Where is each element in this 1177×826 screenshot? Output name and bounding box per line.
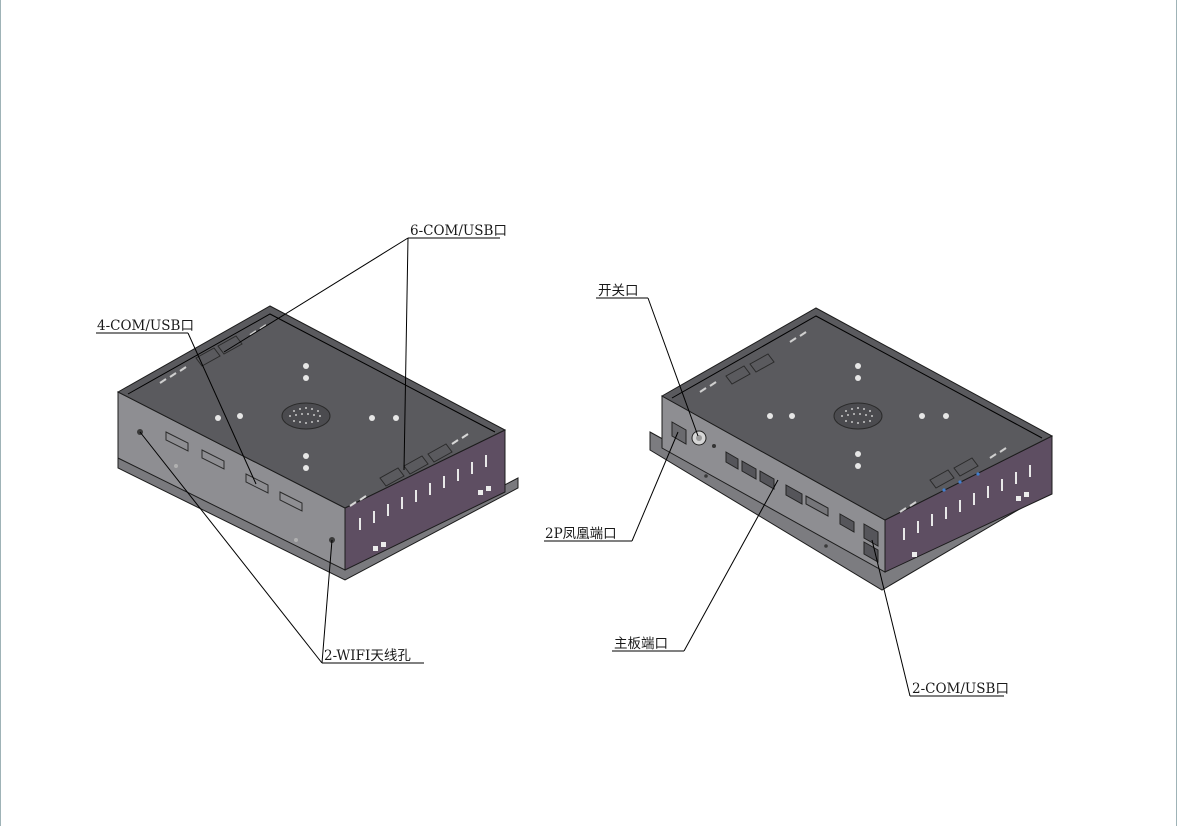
label-2-com-usb: 2-COM/USB口 <box>912 681 1009 697</box>
blue-markers <box>942 472 980 492</box>
vent-slots-upper <box>159 324 267 384</box>
side-db9-ports <box>165 431 303 512</box>
label-switch-port: 开关口 <box>598 283 639 299</box>
label-2-wifi-antenna: 2-WIFI天线孔 <box>324 648 411 664</box>
enclosure-left-view <box>116 305 519 581</box>
mounting-holes <box>215 363 399 471</box>
mounting-holes-2 <box>767 363 949 469</box>
side-indicators <box>373 486 491 551</box>
label-4-com-usb: 4-COM/USB口 <box>97 318 194 334</box>
side-screws <box>174 464 298 542</box>
io-screws <box>704 474 828 548</box>
vent-slots-2 <box>699 331 1007 513</box>
label-2p-phoenix-port: 2P凤凰端口 <box>545 526 617 542</box>
speaker-grille <box>281 402 331 430</box>
callout-leaders <box>96 237 1004 697</box>
enclosure-right-view <box>649 307 1054 591</box>
left-border-line <box>0 0 1 826</box>
io-ports <box>671 421 879 563</box>
label-mainboard-port: 主板端口 <box>614 636 668 652</box>
speaker-grille-2 <box>833 402 883 430</box>
top-port-outlines <box>195 335 453 487</box>
side-vent-slots-2 <box>903 465 1031 540</box>
top-port-outlines-2 <box>725 353 979 489</box>
side-indicators-2 <box>912 492 1029 557</box>
vent-slots-lower <box>349 433 469 507</box>
label-6-com-usb: 6-COM/USB口 <box>410 223 507 239</box>
side-vent-slots <box>359 455 487 530</box>
